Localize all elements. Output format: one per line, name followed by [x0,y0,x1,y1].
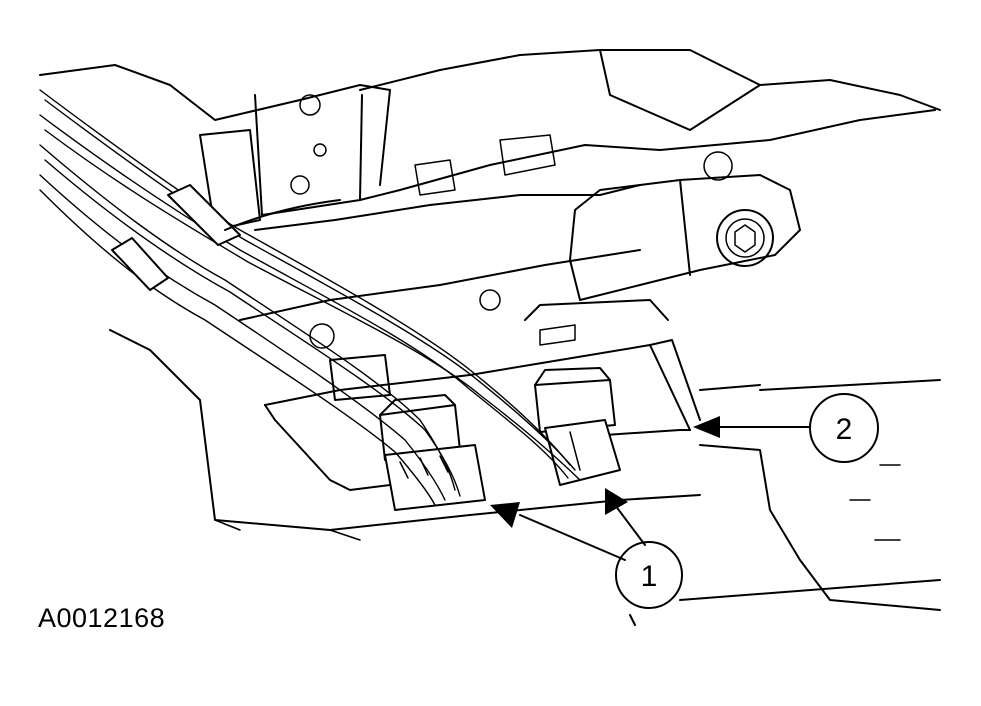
mounting-bracket [569,174,801,301]
callout-2-marker: 2 [809,393,879,463]
connector-right [534,367,621,486]
wire-harness [39,89,581,506]
callout-2-label: 2 [836,413,853,446]
callout-1-marker: 1 [615,541,683,609]
callout-1-leaders [490,488,646,561]
lower-structure [109,329,941,626]
callout-2-leader [693,416,811,438]
callout-1-label: 1 [641,560,658,593]
figure-id-label: A0012168 [38,603,166,633]
upper-housing [39,49,941,231]
module-body [239,184,701,491]
